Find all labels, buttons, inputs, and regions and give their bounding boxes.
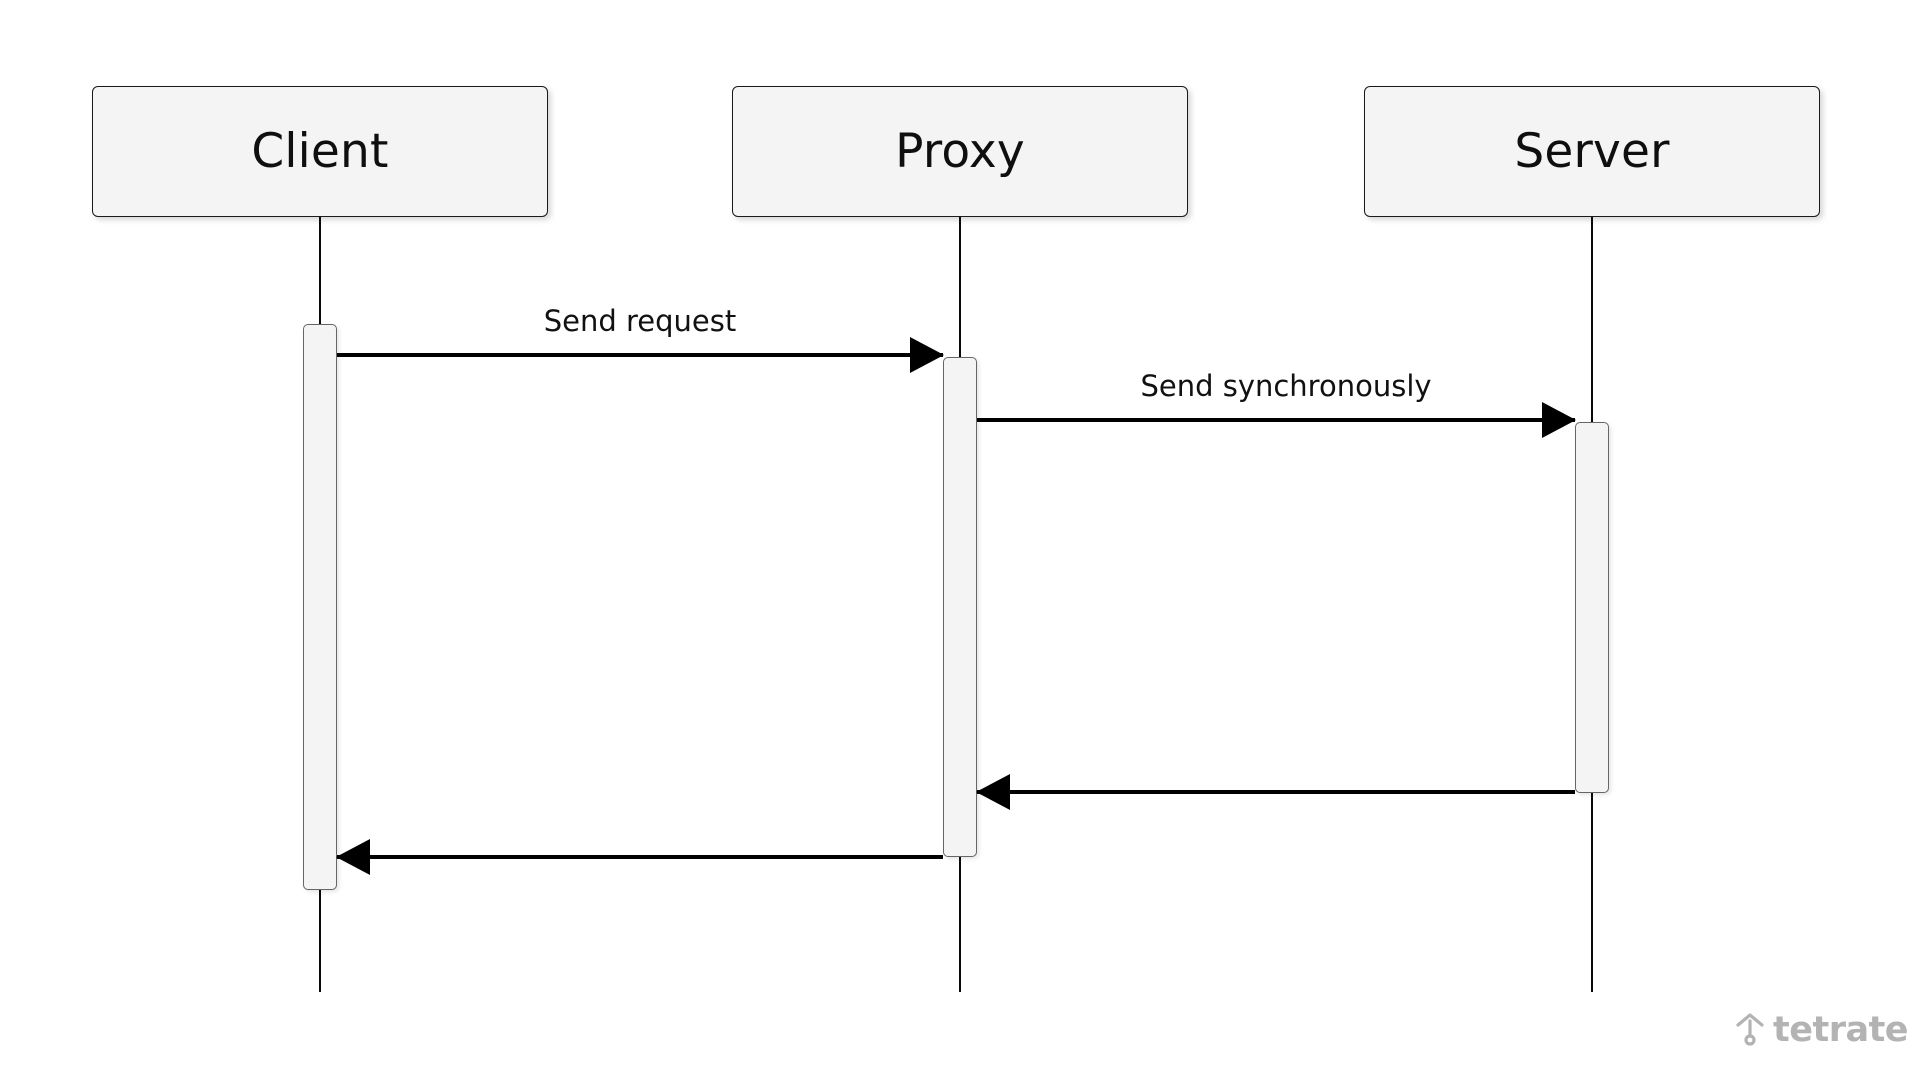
activation-bar-client[interactable] <box>303 324 337 890</box>
arrowhead-right-icon <box>910 337 944 373</box>
participant-box-server[interactable]: Server <box>1364 86 1820 217</box>
brand-watermark: tetrate <box>1735 1009 1909 1050</box>
message-line <box>977 790 1575 794</box>
message-line <box>337 855 943 859</box>
arrowhead-left-icon <box>336 839 370 875</box>
arrowhead-right-icon <box>1542 402 1576 438</box>
tetrate-logo-icon <box>1735 1012 1765 1048</box>
participant-box-client[interactable]: Client <box>92 86 548 217</box>
participant-label-client: Client <box>251 124 389 179</box>
participant-box-proxy[interactable]: Proxy <box>732 86 1188 217</box>
arrowhead-left-icon <box>976 774 1010 810</box>
message-label-send-synchronously: Send synchronously <box>1140 369 1432 404</box>
participant-label-proxy: Proxy <box>895 124 1025 179</box>
message-line <box>977 418 1575 422</box>
activation-bar-proxy[interactable] <box>943 357 977 857</box>
brand-text: tetrate <box>1773 1009 1909 1050</box>
activation-bar-server[interactable] <box>1575 422 1609 793</box>
message-label-send-request: Send request <box>543 304 737 339</box>
message-line <box>337 353 943 357</box>
participant-label-server: Server <box>1514 124 1670 179</box>
